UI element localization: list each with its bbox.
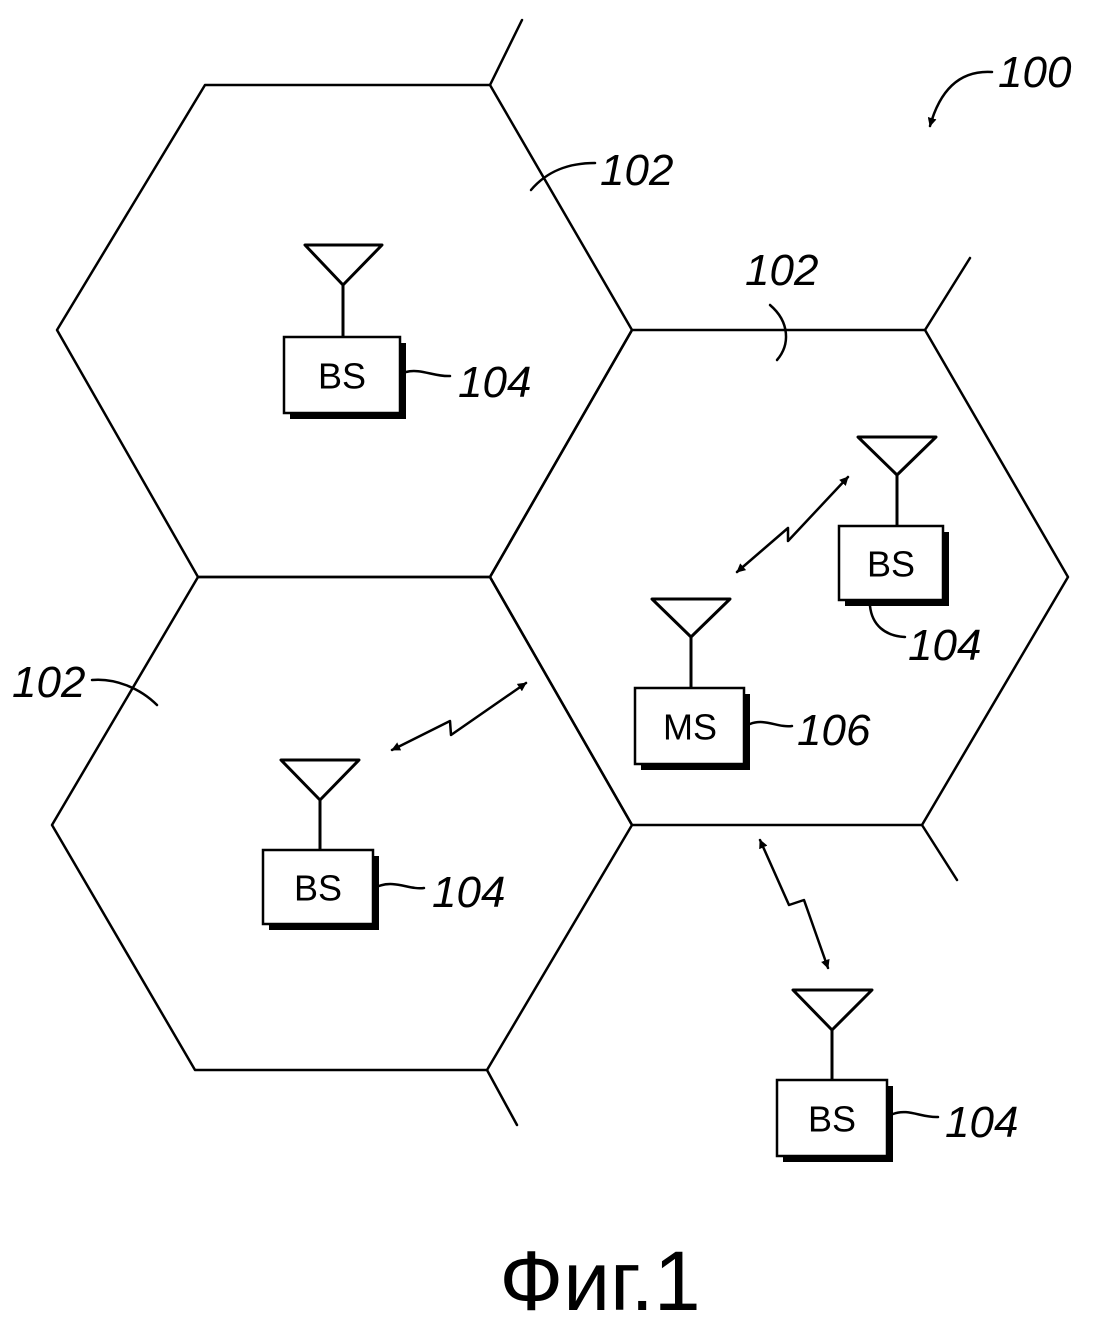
base-station-ref: 104 <box>908 621 981 670</box>
base-station-box <box>837 524 945 602</box>
cell-edge-stub <box>488 18 524 87</box>
base-station-ref: 104 <box>945 1098 1018 1147</box>
antenna-icon <box>303 243 384 339</box>
base-station-top-left: BS 104 <box>282 243 531 419</box>
cell-bottom-left <box>50 575 634 1072</box>
cell-ref: 102 <box>12 658 85 707</box>
leader-line <box>748 720 794 728</box>
mobile-station: MS 106 <box>633 597 871 770</box>
antenna-icon <box>856 435 938 528</box>
base-station-ref: 104 <box>432 868 505 917</box>
cell-edge-stub <box>923 256 972 332</box>
leader-line <box>404 369 452 378</box>
cell-ref: 102 <box>600 146 673 195</box>
system-label: 100 <box>927 48 1072 128</box>
base-station-label: BS <box>867 544 915 585</box>
leader-line <box>868 604 907 639</box>
antenna-icon <box>650 597 732 690</box>
base-station-label: BS <box>808 1099 856 1140</box>
base-station-bottom-right: BS 104 <box>775 988 1018 1162</box>
base-station-label: BS <box>318 356 366 397</box>
leader-line <box>529 161 597 192</box>
base-station-ref: 104 <box>458 358 531 407</box>
cell-edge-stub <box>485 1068 519 1127</box>
base-station-box <box>775 1078 889 1158</box>
cell-label-left: 102 <box>12 658 159 707</box>
cell-ref: 102 <box>745 246 818 295</box>
base-station-right: BS 104 <box>837 435 981 670</box>
leader-line <box>768 303 788 362</box>
wireless-link-arrow <box>390 681 528 752</box>
leader-line <box>891 1110 940 1119</box>
wireless-link-arrow <box>758 838 830 970</box>
wireless-link-arrow <box>735 475 850 574</box>
base-station-label: BS <box>294 868 342 909</box>
mobile-station-label: MS <box>663 707 717 748</box>
base-station-bottom-left: BS 104 <box>261 758 505 930</box>
mobile-station-ref: 106 <box>797 706 871 755</box>
cell-label-top: 102 <box>529 146 673 195</box>
system-ref: 100 <box>998 48 1072 97</box>
figure-caption: Фиг.1 <box>499 1234 700 1321</box>
cell-edge-stub <box>920 823 959 882</box>
mobile-station-box <box>633 686 746 766</box>
cell-label-right: 102 <box>745 246 818 362</box>
cell-center-right <box>488 328 1070 827</box>
antenna-icon <box>791 988 874 1082</box>
base-station-box <box>282 335 402 415</box>
leader-arrow <box>927 70 994 128</box>
leader-line <box>377 882 426 890</box>
base-station-box <box>261 848 375 926</box>
leader-line <box>90 678 159 707</box>
antenna-icon <box>279 758 361 852</box>
